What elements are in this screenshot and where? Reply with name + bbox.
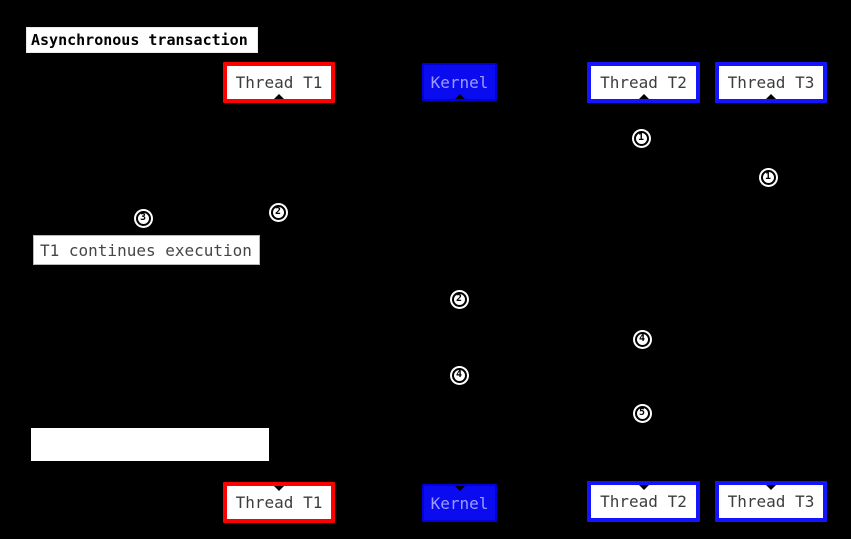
step-badge-number: 3 — [135, 210, 151, 226]
lifeline-arrowhead-icon — [274, 94, 284, 99]
participant-kernel-bottom: Kernel — [422, 484, 497, 522]
step-badge-number: 2 — [451, 291, 467, 307]
participant-label: Thread T1 — [235, 73, 323, 92]
lifeline-arrowhead-icon — [454, 486, 465, 491]
participant-label: Thread T3 — [727, 73, 815, 92]
participant-label: Kernel — [430, 493, 489, 513]
step-badge: 5 — [632, 403, 652, 423]
lifeline-arrowhead-icon — [766, 94, 776, 99]
participant-thread-t2-top: Thread T2 — [587, 62, 700, 103]
step-badge: 2 — [449, 289, 469, 309]
step-badge-number: 2 — [270, 204, 286, 220]
step-badge-number: 1 — [633, 130, 649, 146]
participant-label: Thread T2 — [600, 73, 687, 92]
step-badge: 4 — [449, 365, 469, 385]
participant-thread-t2-bottom: Thread T2 — [587, 481, 700, 522]
step-badge-number: 4 — [451, 367, 467, 383]
lifeline-arrowhead-icon — [454, 94, 465, 99]
participant-thread-t1-bottom: Thread T1 — [223, 482, 335, 523]
step-badge: 1 — [631, 128, 651, 148]
participant-label: Thread T1 — [235, 493, 323, 512]
participant-label: Thread T3 — [727, 492, 815, 511]
participant-label: Thread T2 — [600, 492, 687, 511]
diagram-title: Asynchronous transaction — [26, 27, 258, 53]
step-badge: 3 — [133, 208, 153, 228]
note-blank — [31, 428, 269, 461]
participant-kernel-top: Kernel — [422, 63, 497, 101]
participant-thread-t3-top: Thread T3 — [715, 62, 827, 103]
lifeline-arrowhead-icon — [274, 486, 284, 491]
lifeline-arrowhead-icon — [638, 94, 649, 99]
note-t1-continues: T1 continues execution — [33, 235, 260, 265]
step-badge-number: 1 — [760, 169, 776, 185]
step-badge: 2 — [268, 202, 288, 222]
step-badge: 1 — [758, 167, 778, 187]
step-badge-number: 4 — [634, 331, 650, 347]
step-badge-number: 5 — [634, 405, 650, 421]
lifeline-arrowhead-icon — [638, 485, 649, 490]
participant-label: Kernel — [430, 72, 489, 92]
participant-thread-t1-top: Thread T1 — [223, 62, 335, 103]
participant-thread-t3-bottom: Thread T3 — [715, 481, 827, 522]
step-badge: 4 — [632, 329, 652, 349]
lifeline-arrowhead-icon — [766, 485, 776, 490]
